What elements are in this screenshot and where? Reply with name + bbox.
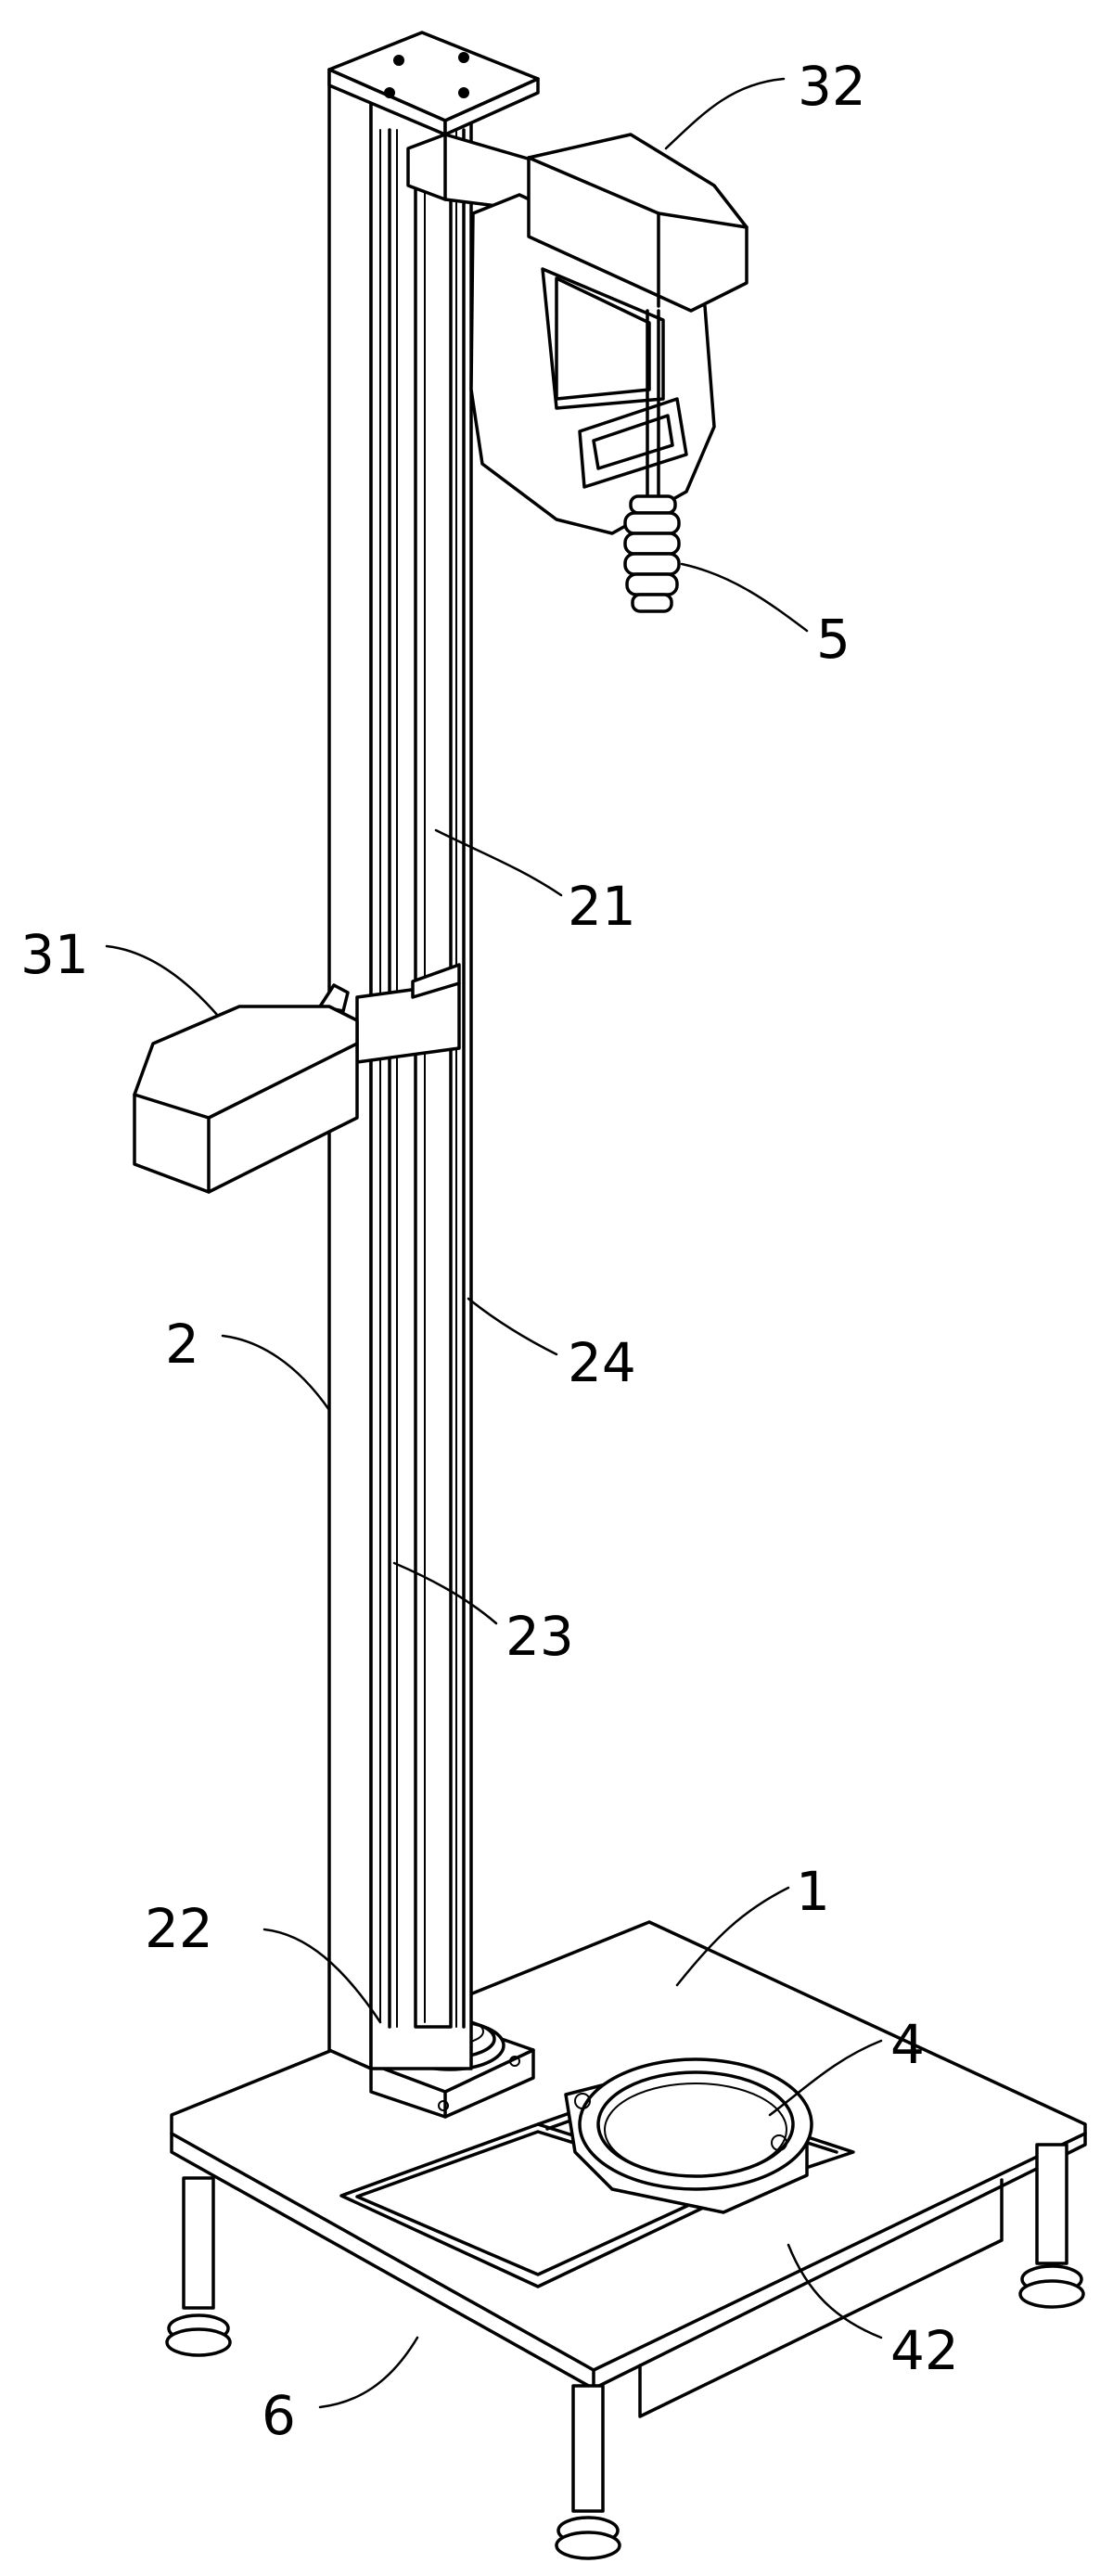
- label-31: 31: [20, 923, 89, 986]
- label-1: 1: [796, 1860, 830, 1923]
- shaft: [414, 165, 453, 2029]
- ring-holder: [564, 2057, 813, 2214]
- label-24: 24: [568, 1331, 636, 1394]
- leveling-feet: [165, 2143, 1085, 2560]
- label-22: 22: [145, 1897, 213, 1960]
- lower-head-box: [133, 1005, 359, 1194]
- label-5: 5: [816, 608, 851, 671]
- foot-right: [1018, 2143, 1085, 2309]
- label-4: 4: [890, 2013, 925, 2076]
- foot-left: [165, 2176, 232, 2357]
- spring-probe: [623, 309, 681, 613]
- label-2: 2: [165, 1313, 199, 1376]
- label-6: 6: [262, 2384, 296, 2447]
- foot-front: [555, 2384, 621, 2560]
- label-32: 32: [798, 55, 866, 118]
- upper-head-box: [527, 133, 748, 313]
- top-plate: [327, 31, 540, 136]
- label-21: 21: [568, 875, 636, 938]
- leader-lines: [105, 77, 883, 2409]
- label-23: 23: [505, 1605, 574, 1668]
- label-42: 42: [890, 2319, 959, 2382]
